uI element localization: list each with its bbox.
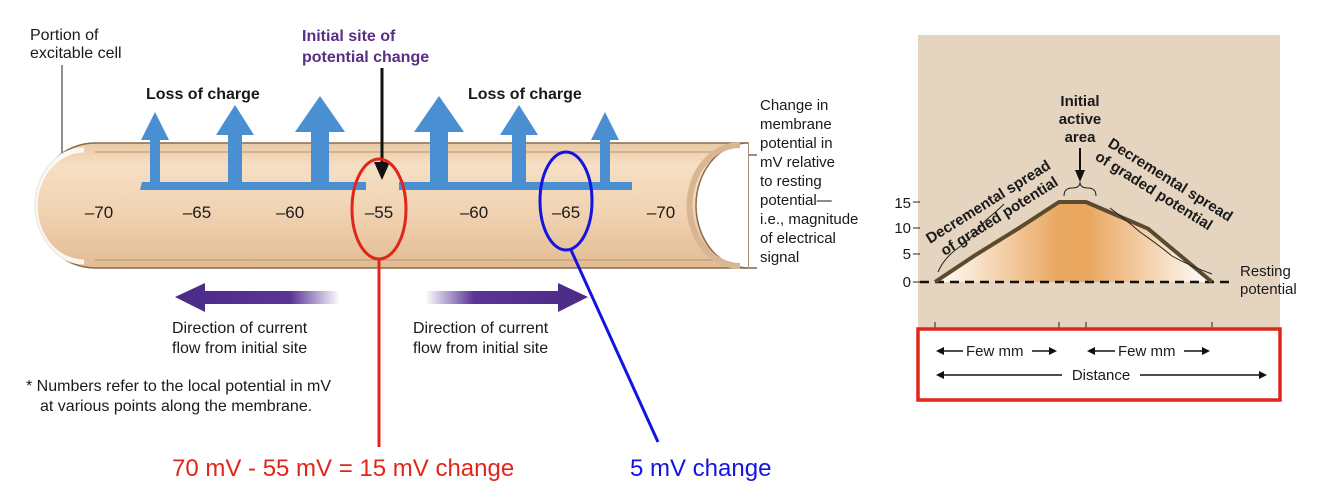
initial-active-line1: Initial <box>1060 93 1099 110</box>
change-label-line: membrane <box>760 116 832 133</box>
initial-active-line2: active <box>1059 111 1102 128</box>
few-mm-right: Few mm <box>1118 343 1176 360</box>
change-label-line: potential in <box>760 135 833 152</box>
cell-tube <box>32 142 749 269</box>
potential-value: –70 <box>85 203 113 222</box>
resting-line1: Resting <box>1240 263 1291 280</box>
y-axis: 15 10 5 0 <box>894 195 920 291</box>
potential-value: –55 <box>365 203 393 222</box>
direction-right-line1: Direction of current <box>413 320 549 337</box>
blue-annotation-text: 5 mV change <box>630 455 771 482</box>
initial-site-line1: Initial site of <box>302 28 396 45</box>
portion-label-line1: Portion of <box>30 27 99 44</box>
initial-site-arrow <box>374 68 390 180</box>
potential-value: –65 <box>183 203 211 222</box>
blue-ellipse <box>538 150 594 252</box>
change-label-line: to resting <box>760 173 822 190</box>
change-label-line: of electrical <box>760 230 836 247</box>
potential-value: –60 <box>460 203 488 222</box>
footnote-line1: * Numbers refer to the local potential i… <box>26 378 331 395</box>
footnote-line2: at various points along the membrane. <box>40 398 312 415</box>
distance-scale: Few mm Few mm Distance <box>936 343 1267 384</box>
y-tick-label: 10 <box>894 220 911 237</box>
loss-of-charge-right: Loss of charge <box>468 86 582 103</box>
resting-line2: potential <box>1240 281 1297 298</box>
direction-right-line2: flow from initial site <box>413 340 548 357</box>
initial-site-label: Initial site of potential change <box>302 28 429 66</box>
direction-left-line1: Direction of current <box>172 320 308 337</box>
change-label-line: signal <box>760 249 799 266</box>
change-label-line: potential— <box>760 192 832 209</box>
change-label-line: Change in <box>760 97 828 114</box>
current-flow-left-arrow <box>175 283 340 312</box>
initial-site-line2: potential change <box>302 49 429 66</box>
red-annotation: 70 mV - 55 mV = 15 mV change <box>172 157 514 482</box>
chart-layer <box>920 200 1235 284</box>
charge-loss-arrows <box>140 96 632 190</box>
potential-curve <box>933 200 1214 284</box>
change-label-line: mV relative <box>760 154 835 171</box>
y-tick-label: 5 <box>903 246 911 263</box>
portion-label: Portion of excitable cell <box>30 27 122 62</box>
potential-value: –70 <box>647 203 675 222</box>
change-label: Change in membrane potential in mV relat… <box>749 97 858 269</box>
initial-active-line3: area <box>1065 129 1097 146</box>
graph-panel <box>918 35 1280 328</box>
potential-area <box>935 202 1212 282</box>
potential-value: –65 <box>552 203 580 222</box>
distance-panel <box>918 328 1280 400</box>
few-mm-left: Few mm <box>966 343 1024 360</box>
red-annotation-text: 70 mV - 55 mV = 15 mV change <box>172 455 514 482</box>
distance-label: Distance <box>1072 367 1130 384</box>
change-label-line: i.e., magnitude <box>760 211 858 228</box>
portion-label-line2: excitable cell <box>30 45 122 62</box>
direction-left-line2: flow from initial site <box>172 340 307 357</box>
potential-values: –70 –65 –60 –55 –60 –65 –70 <box>85 203 675 222</box>
distance-highlight-box <box>916 327 1282 402</box>
potential-value: –60 <box>276 203 304 222</box>
y-tick-label: 15 <box>894 195 911 212</box>
blue-annotation: 5 mV change <box>538 150 771 482</box>
blue-line <box>569 249 660 443</box>
y-tick-label: 0 <box>903 274 911 291</box>
loss-of-charge-left: Loss of charge <box>146 86 260 103</box>
current-flow-right-arrow <box>425 283 588 312</box>
